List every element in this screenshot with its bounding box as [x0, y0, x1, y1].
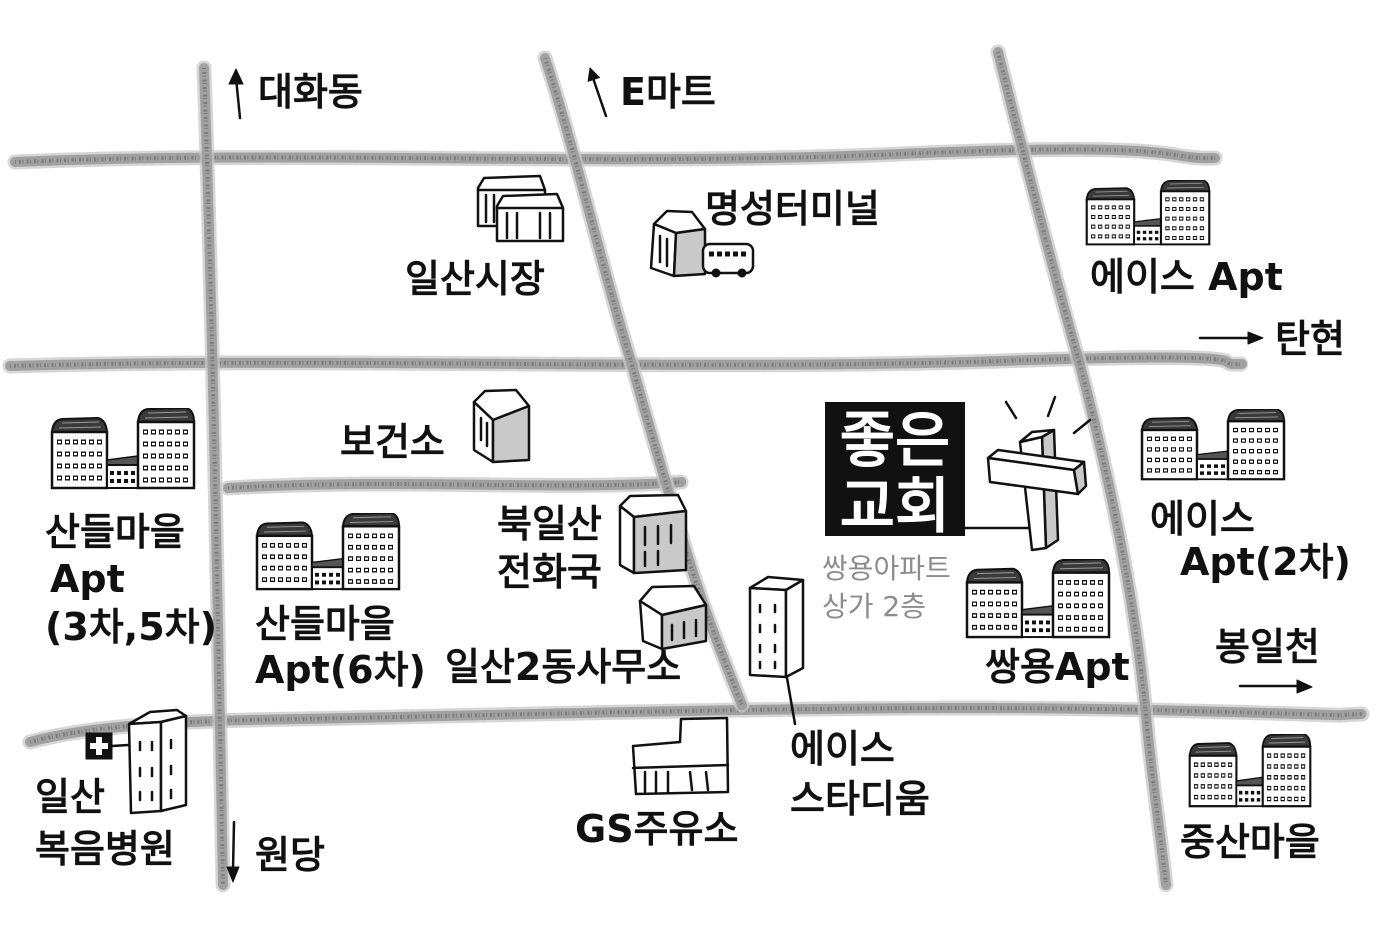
landmark-label-sandeul-3-5: Apt [50, 557, 125, 601]
apartment-complex-icon [257, 513, 399, 589]
arrow-down-icon [226, 820, 240, 883]
hospital-building-icon [127, 708, 188, 815]
landmark-label-terminal: 명성터미널 [705, 187, 880, 231]
apartment-complex-icon [52, 408, 194, 488]
road-central-diagonal [537, 50, 750, 713]
direction-label-daehwa-dong: 대화동 [258, 70, 363, 114]
apartment-complex-icon [1142, 409, 1284, 479]
road-inner-horizontal [220, 474, 690, 496]
health-center-building-icon [472, 388, 531, 464]
landmark-label-ace-stadium: 에이스 [790, 727, 895, 771]
telecom-office-building-icon [618, 493, 688, 575]
road-stroke [9, 355, 1243, 368]
community-center-building-icon [638, 584, 708, 651]
arrow-right-icon [1238, 679, 1313, 694]
direction-label-wondang: 원당 [255, 833, 325, 877]
landmark-label-market: 일산시장 [405, 257, 545, 301]
landmark-label-community-center: 일산2동사무소 [445, 645, 681, 689]
road-stroke [14, 147, 1216, 164]
landmark-label-telecom: 북일산 [497, 502, 602, 546]
road-north-horizontal [7, 141, 1223, 170]
hospital-cross-icon [85, 732, 131, 760]
landmark-label-hospital: 일산 [35, 775, 105, 819]
direction-label-tanhyeon: 탄현 [1275, 317, 1345, 361]
apartment-complex-icon [967, 559, 1109, 637]
landmark-label-jungsan-village: 중산마을 [1180, 820, 1320, 864]
landmark-label-telecom: 전화국 [497, 550, 602, 594]
apartment-complex-icon [1087, 180, 1210, 244]
terminal-building-icon [649, 209, 707, 278]
landmark-label-ace-apt: 에이스 Apt [1090, 255, 1283, 299]
road-east-diagonal [990, 44, 1174, 893]
landmark-label-sandeul-3-5: 산들마을 [45, 510, 185, 554]
landmark-label-sandeul-6: Apt(6차) [255, 648, 426, 692]
stadium-leader-line [785, 676, 797, 726]
church-address-line2: 상가 2층 [822, 590, 926, 623]
bus-icon [701, 242, 755, 278]
landmark-label-gs-station: GS주유소 [575, 807, 738, 851]
landmark-label-sandeul-6: 산들마을 [255, 602, 395, 646]
landmark-label-ssangyong-apt: 쌍용Apt [985, 645, 1130, 689]
road-stroke [199, 63, 228, 890]
market-building-icon [476, 174, 565, 243]
landmark-label-health-center: 보건소 [340, 420, 445, 464]
landmark-label-ace-apt-2: 에이스 [1150, 497, 1255, 541]
church-marker: 좋은 교회 [825, 402, 1034, 542]
road-middle-horizontal [2, 350, 1250, 374]
arrow-right-icon [1198, 331, 1264, 345]
church-sign-box [825, 402, 965, 536]
apartment-complex-icon [1190, 734, 1311, 806]
church-address-line1: 쌍용아파트 [822, 552, 951, 585]
road-stroke [227, 480, 683, 490]
road-stroke [540, 53, 747, 710]
arrow-up-icon [587, 67, 608, 118]
gas-station-icon [631, 716, 730, 796]
church-name-line2: 교회 [840, 472, 950, 542]
road-west-vertical [196, 60, 231, 893]
road-stroke [996, 51, 1168, 886]
arrow-up-icon [228, 68, 244, 120]
landmark-label-ace-apt-2: Apt(2차) [1180, 540, 1351, 584]
direction-label-emart: E마트 [620, 70, 716, 114]
direction-label-bongilcheon: 봉일천 [1215, 625, 1320, 669]
landmark-label-sandeul-3-5: (3차,5차) [45, 605, 217, 649]
church-cross-icon [986, 395, 1092, 552]
landmark-label-ace-stadium: 스타디움 [790, 777, 930, 821]
church-name-line1: 좋은 [840, 406, 950, 476]
stadium-tower-building-icon [748, 575, 805, 679]
landmark-label-hospital: 복음병원 [35, 827, 175, 871]
